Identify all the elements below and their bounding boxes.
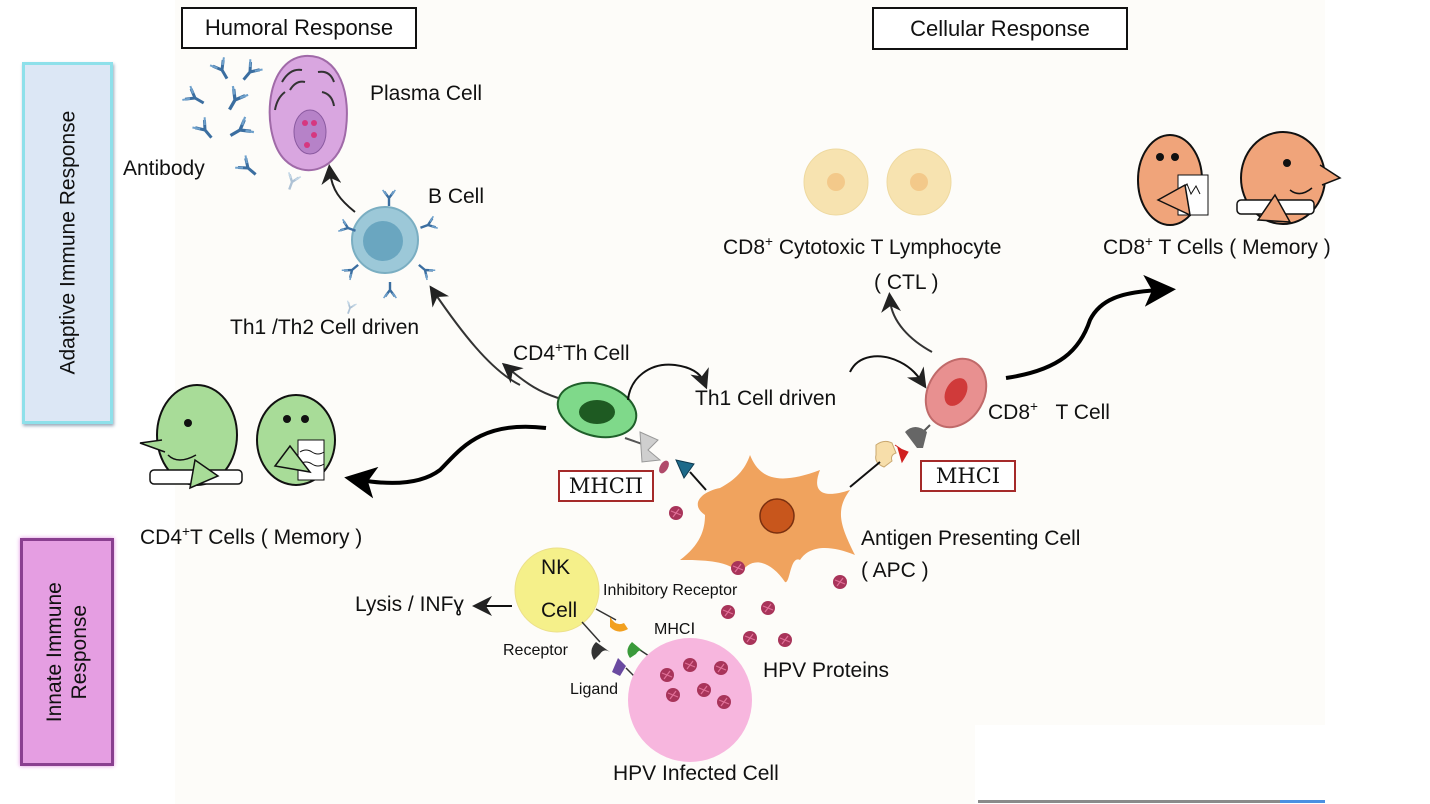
apc-abbr-label: ( APC ) — [861, 559, 929, 582]
ctl-prefix: CD8 — [723, 236, 766, 259]
ctl-suffix: Cytotoxic T Lymphocyte — [778, 236, 1002, 259]
cd4-memory-label: CD4+T Cells ( Memory ) — [140, 525, 362, 548]
ligand-label: Ligand — [570, 681, 619, 698]
ctl-sup: + — [765, 234, 773, 249]
cd4-memory-prefix: CD4 — [140, 526, 183, 549]
cd8-t-cell — [875, 357, 988, 468]
th1-cell-driven-label: Th1 Cell driven — [695, 387, 837, 410]
b-cell-label: B Cell — [428, 185, 485, 208]
arrow-cd8-to-memory — [1005, 274, 1176, 380]
mhc2-label-box: MHCΠ — [558, 470, 654, 502]
cd8-memory-sup: + — [1145, 234, 1153, 249]
cellular-response-header: Cellular Response — [872, 7, 1128, 50]
ctl-abbr-label: ( CTL ) — [874, 271, 939, 294]
cd4-memory-sup: + — [182, 524, 190, 539]
antibody-label: Antibody — [123, 157, 205, 180]
cd4-th-suffix: Th Cell — [562, 342, 630, 365]
cd4-th-sup: + — [555, 340, 563, 355]
th1-th2-driven-label: Th1 /Th2 Cell driven — [230, 316, 420, 339]
plasma-cell-label: Plasma Cell — [370, 82, 483, 105]
cd8-memory-label: CD8+ T Cells ( Memory ) — [1103, 235, 1331, 258]
arrow-cd8-to-ctl — [881, 292, 933, 353]
figure-background-bottom — [175, 725, 975, 804]
hpv-infected-cell-label: HPV Infected Cell — [613, 762, 779, 785]
cd8-t-suffix: T Cell — [1055, 401, 1110, 424]
humoral-response-text: Humoral Response — [204, 15, 394, 40]
mhc1-label: MHCⅠ — [935, 464, 1001, 488]
cellular-response-text: Cellular Response — [910, 15, 1090, 41]
bottom-divider — [978, 800, 1325, 803]
mhc1-label-box: MHCⅠ — [920, 460, 1016, 492]
figure-background — [175, 0, 1325, 725]
mhc2-label: MHCΠ — [568, 474, 644, 498]
antigen-presenting-cell — [675, 455, 855, 583]
mhc1-small-label: MHCⅠ — [654, 621, 696, 638]
link-apc-mhc1 — [849, 461, 881, 488]
b-cell — [337, 188, 439, 317]
cd8-memory-suffix: T Cells ( Memory ) — [1158, 236, 1331, 259]
adaptive-immune-response-label: Adaptive Immune Response — [22, 62, 113, 424]
receptor-label: Receptor — [503, 642, 568, 659]
plasma-cell — [268, 54, 348, 172]
cd8-t-prefix: CD8 — [988, 401, 1031, 424]
cd4-th-prefix: CD4 — [513, 342, 556, 365]
arrow-bcell-to-plasma — [321, 164, 356, 213]
nk-label-line2: Cell — [541, 599, 578, 622]
cd8-t-sup: + — [1030, 399, 1038, 414]
ctl-cells — [803, 148, 952, 216]
arrow-cd4-to-bcell — [429, 285, 521, 386]
arrow-cd4-up — [501, 362, 559, 399]
arrow-cd4-th1 — [627, 363, 709, 401]
inhibitory-receptor-label: Inhibitory Receptor — [603, 582, 738, 599]
humoral-response-header: Humoral Response — [181, 7, 417, 49]
arrow-th1-to-cd8 — [849, 355, 927, 389]
arrow-cd4-to-memory — [344, 424, 547, 499]
cd4-th-cell-label: CD4+Th Cell — [513, 341, 630, 364]
nk-label-line1: NK — [541, 556, 571, 579]
apc-label: Antigen Presenting Cell — [861, 527, 1081, 550]
lysis-infg-label: Lysis / INFɣ — [355, 593, 464, 616]
ctl-label: CD8+ Cytotoxic T Lymphocyte — [723, 235, 1001, 258]
cd8-t-cell-label: CD8+ T Cell — [988, 400, 1110, 423]
nk-cell — [472, 547, 656, 686]
hpv-infected-cell — [628, 638, 752, 762]
cd8-memory-cells — [1137, 131, 1342, 226]
bottom-divider-accent — [1280, 800, 1325, 803]
cd4-memory-cells — [139, 384, 336, 490]
cd4-memory-suffix: T Cells ( Memory ) — [189, 526, 363, 549]
cd4-th-cell — [556, 381, 669, 474]
cd8-memory-prefix: CD8 — [1103, 236, 1146, 259]
hpv-proteins-label: HPV Proteins — [763, 659, 890, 682]
